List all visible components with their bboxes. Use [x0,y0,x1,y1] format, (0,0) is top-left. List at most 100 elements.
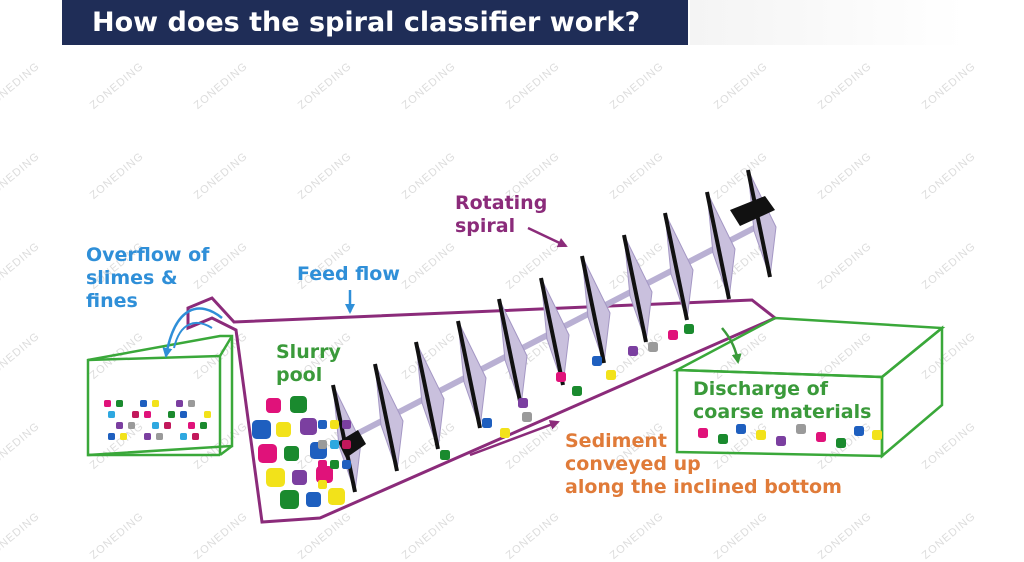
shaft-end-block [338,430,366,458]
particle [116,422,123,429]
title-bar: How does the spiral classifier work? [62,0,688,45]
overflow-label: Overflow of slimes & fines [86,244,209,313]
spiral-blade-edge [539,277,565,386]
spiral-blade-edge [414,341,440,450]
particle [164,422,171,429]
title-fade [690,0,965,45]
particles [104,324,882,509]
particle [128,422,135,429]
particle [648,342,658,352]
particle [836,438,846,448]
particle [204,411,211,418]
particle [276,422,291,437]
particle [316,466,333,483]
particle [718,434,728,444]
sediment-line-1: Sediment [565,430,667,452]
slurry-pool-line-2: pool [276,364,323,386]
particle [342,420,351,429]
particle [330,460,339,469]
particle [776,436,786,446]
particle [252,420,271,439]
particle [168,411,175,418]
particle [592,356,602,366]
particle [556,372,566,382]
spiral-blade-edge [373,363,399,472]
particle [266,398,281,413]
sediment-arrow [469,420,560,457]
particle [120,433,127,440]
particle [180,433,187,440]
particle [756,430,766,440]
particle [684,324,694,334]
page-title: How does the spiral classifier work? [92,7,641,38]
rotating-spiral-line-1: Rotating [455,192,548,214]
particle [628,346,638,356]
particle [606,370,616,380]
particle [292,470,307,485]
particle [180,411,187,418]
overflow-label-line-1: Overflow of [86,244,210,266]
discharge-box [672,316,946,459]
feed-flow-label: Feed flow [297,263,400,285]
particle [572,386,582,396]
particle [280,490,299,509]
particle [144,411,151,418]
particle [318,480,327,489]
discharge-arrow [721,327,742,364]
particle [188,422,195,429]
discharge-label: Discharge of coarse materials [693,378,871,424]
overflow-box [86,334,234,457]
overflow-arrow [162,307,223,358]
particle [108,433,115,440]
particle [330,440,339,449]
discharge-line-1: Discharge of [693,378,828,400]
overflow-label-line-2: slimes & [86,267,178,289]
particle [318,440,327,449]
particle [816,432,826,442]
particle [290,396,307,413]
spiral-blades [331,169,777,493]
spiral-blade-edge [622,234,648,343]
particle [258,444,277,463]
particle [668,330,678,340]
particle [152,422,159,429]
particle [132,411,139,418]
spiral-classifier-diagram [86,169,946,524]
particle [342,460,351,469]
particle [500,428,510,438]
particle [284,446,299,461]
slurry-pool-line-1: Slurry [276,341,341,363]
particle [266,468,285,487]
sediment-line-3: along the inclined bottom [565,476,842,498]
spiral-blade-edge [580,255,606,364]
particle [330,420,339,429]
spiral-blade-edge [497,298,523,407]
sediment-line-2: conveyed up [565,453,701,475]
particle [200,422,207,429]
particle [144,433,151,440]
particle [518,398,528,408]
particle [318,460,327,469]
spiral-blade-edge [705,191,731,300]
overflow-arrow-2 [173,322,213,349]
particle [698,428,708,438]
spiral-pointer-arrow [527,226,568,248]
particle [328,488,345,505]
particle [318,420,327,429]
particle [152,400,159,407]
spiral-blade-edge [746,169,772,278]
particle [300,418,317,435]
discharge-line-2: coarse materials [693,401,872,423]
particle [140,400,147,407]
spiral-blade-edge [663,212,689,321]
particle [306,492,321,507]
particle [176,400,183,407]
slurry-pool-label: Slurry pool [276,341,341,387]
particle [482,418,492,428]
classifier-tank [186,296,778,524]
particle [192,433,199,440]
particle [116,400,123,407]
particle [522,412,532,422]
particle [872,430,882,440]
particle [108,411,115,418]
